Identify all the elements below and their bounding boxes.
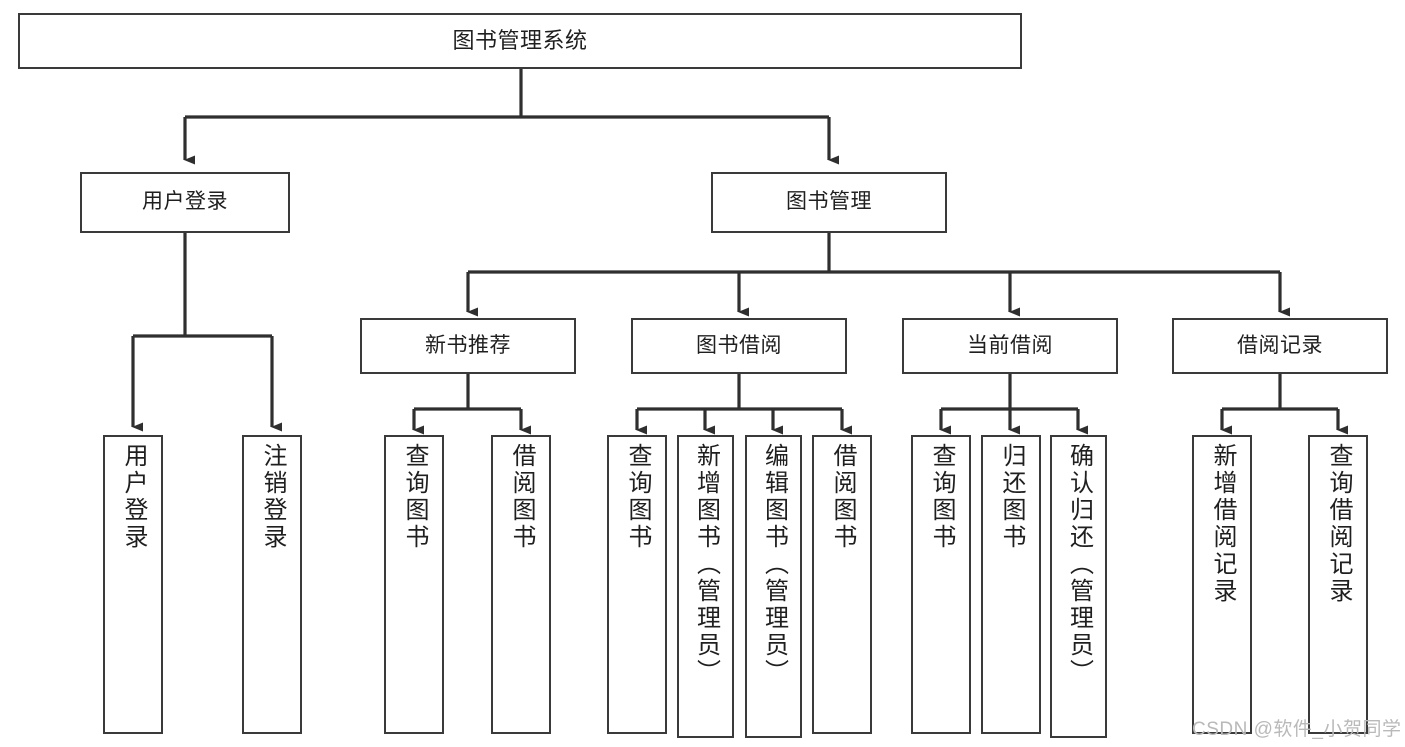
node-leaf-borrow-edit-book-admin[interactable]: 编辑图书（管理员） xyxy=(745,435,802,738)
node-user-login[interactable]: 用户登录 xyxy=(80,172,290,233)
node-label: 当前借阅 xyxy=(967,333,1053,357)
node-root-system[interactable]: 图书管理系统 xyxy=(18,13,1022,69)
node-label: 查询图书 xyxy=(401,443,428,551)
node-leaf-logout[interactable]: 注销登录 xyxy=(242,435,302,734)
node-label: 查询图书 xyxy=(624,443,651,551)
node-leaf-current-query-book[interactable]: 查询图书 xyxy=(911,435,971,734)
node-label: 编辑图书（管理员） xyxy=(760,443,788,686)
node-leaf-recommend-borrow-book[interactable]: 借阅图书 xyxy=(491,435,551,734)
node-book-borrow[interactable]: 图书借阅 xyxy=(631,318,847,374)
node-leaf-user-login[interactable]: 用户登录 xyxy=(103,435,163,734)
node-leaf-record-add[interactable]: 新增借阅记录 xyxy=(1192,435,1252,734)
node-label: 图书借阅 xyxy=(696,333,782,357)
node-label: 新增图书（管理员） xyxy=(692,443,720,686)
node-book-manage[interactable]: 图书管理 xyxy=(711,172,947,233)
csdn-watermark: CSDN @软件_小贺同学 xyxy=(1192,719,1402,740)
node-label: 查询借阅记录 xyxy=(1325,443,1352,605)
node-label: 新书推荐 xyxy=(425,333,511,357)
node-label: 确认归还（管理员） xyxy=(1065,443,1093,686)
node-leaf-borrow-add-book-admin[interactable]: 新增图书（管理员） xyxy=(677,435,734,738)
node-label: 图书管理系统 xyxy=(452,28,588,54)
node-leaf-borrow-query-book[interactable]: 查询图书 xyxy=(607,435,667,734)
node-leaf-recommend-query-book[interactable]: 查询图书 xyxy=(384,435,444,734)
node-label: 归还图书 xyxy=(998,443,1025,551)
node-label: 借阅图书 xyxy=(508,443,535,551)
node-borrow-record[interactable]: 借阅记录 xyxy=(1172,318,1388,374)
node-new-book-recommend[interactable]: 新书推荐 xyxy=(360,318,576,374)
node-label: 新增借阅记录 xyxy=(1209,443,1236,605)
node-leaf-record-query[interactable]: 查询借阅记录 xyxy=(1308,435,1368,734)
node-current-borrow[interactable]: 当前借阅 xyxy=(902,318,1118,374)
node-leaf-current-return-book[interactable]: 归还图书 xyxy=(981,435,1041,734)
node-label: 借阅图书 xyxy=(829,443,856,551)
node-label: 查询图书 xyxy=(928,443,955,551)
node-label: 图书管理 xyxy=(786,190,872,214)
node-label: 用户登录 xyxy=(142,190,228,214)
node-leaf-borrow-borrow-book[interactable]: 借阅图书 xyxy=(812,435,872,734)
node-label: 借阅记录 xyxy=(1237,333,1323,357)
node-label: 用户登录 xyxy=(120,443,147,551)
node-leaf-current-confirm-return-admin[interactable]: 确认归还（管理员） xyxy=(1050,435,1107,738)
node-label: 注销登录 xyxy=(259,443,286,551)
